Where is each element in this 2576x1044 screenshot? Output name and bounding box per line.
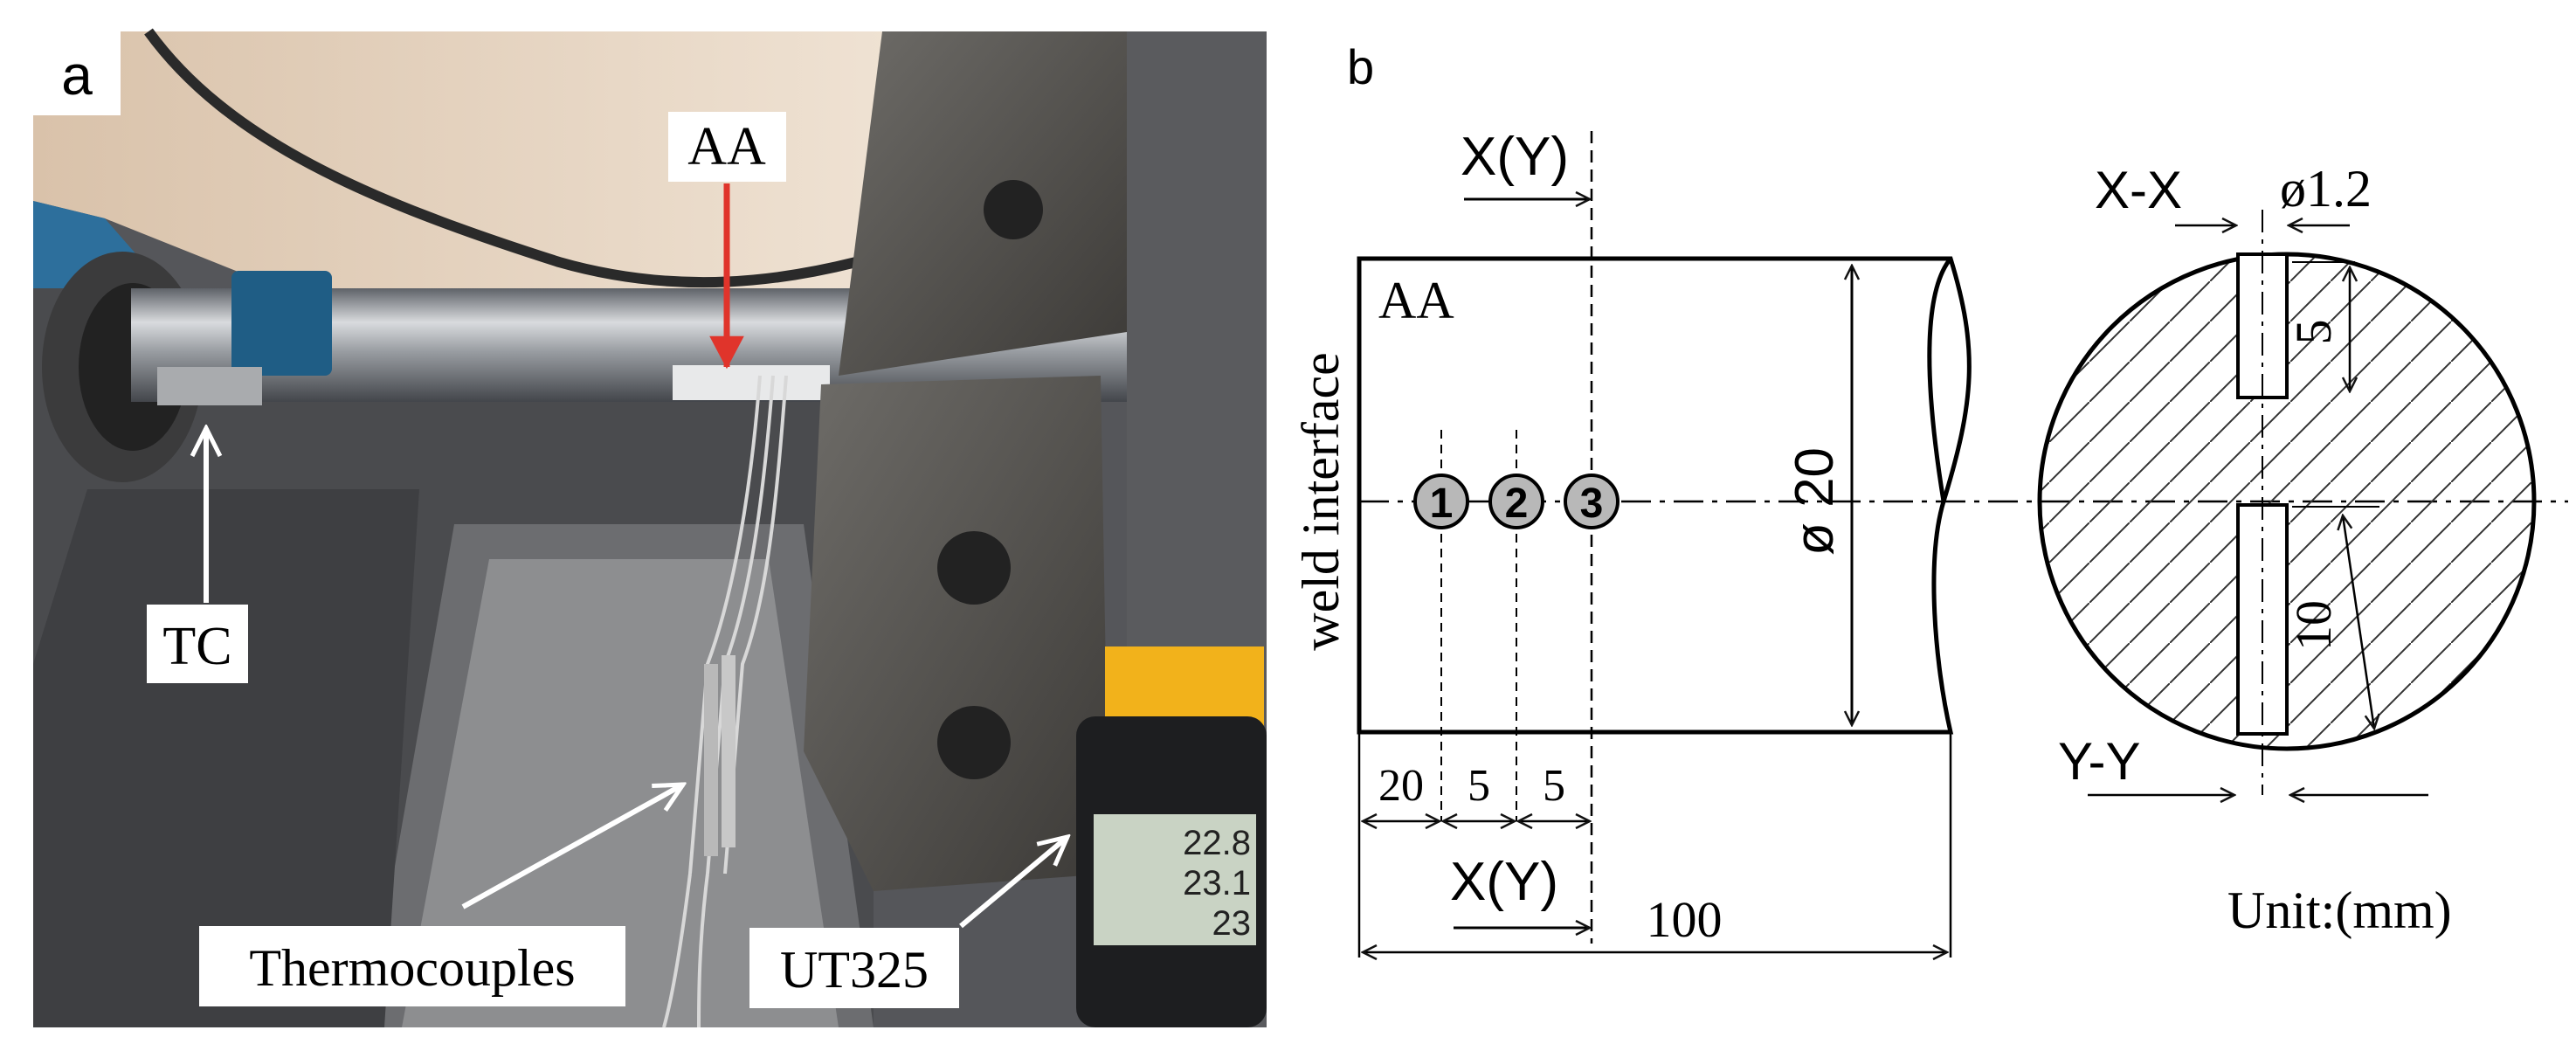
- diameter-label: ø 20: [1785, 447, 1845, 556]
- thermocouple-probe: [722, 655, 736, 847]
- specimen-break-line: [1927, 257, 1952, 502]
- thermocouple-wire: [723, 375, 788, 875]
- tc-callout-box: [147, 605, 248, 683]
- wall: [33, 31, 891, 288]
- thermocouples-arrow: [461, 785, 683, 909]
- tc-stub: [157, 367, 262, 405]
- unit-label: Unit:(mm): [2227, 882, 2452, 939]
- aa-tube: [673, 365, 830, 400]
- thermocouple-wire: [706, 375, 775, 875]
- meter-reading: 23.1: [1183, 864, 1251, 902]
- ut325-callout: UT325: [780, 941, 929, 999]
- point-number: 2: [1505, 481, 1529, 527]
- measurement-point: [1564, 474, 1619, 529]
- measurement-point: [1413, 474, 1469, 529]
- dim-label: 20: [1378, 761, 1424, 811]
- panel-label-b: b: [1347, 39, 1374, 94]
- section-label-bottom: X(Y): [1450, 852, 1558, 912]
- bolt-hole: [937, 531, 1011, 605]
- meter-screen: [1094, 814, 1256, 945]
- thermocouples-callout: Thermocouples: [249, 939, 575, 997]
- aa-callout-box: [668, 112, 786, 182]
- thermocouple-lead: [662, 873, 709, 1028]
- length-label: 100: [1647, 891, 1723, 948]
- depth-10-label: 10: [2285, 600, 2342, 651]
- dim-label: 5: [1543, 761, 1565, 811]
- weld-interface-label: weld interface: [1292, 352, 1350, 650]
- aa-callout: AA: [687, 117, 766, 176]
- section-yy-label: Y-Y: [2058, 732, 2141, 791]
- specimen-label: AA: [1378, 272, 1454, 329]
- point-number: 3: [1580, 481, 1604, 527]
- bed-left: [33, 489, 419, 1027]
- tc-callout: TC: [162, 617, 231, 676]
- section-xx-label: X-X: [2095, 161, 2182, 219]
- bolt-hole: [984, 180, 1043, 239]
- blue-clamp: [231, 271, 332, 376]
- lower-clamp-plate: [804, 376, 1109, 891]
- bolt-hole: [937, 706, 1011, 779]
- thermocouple-wire: [688, 375, 762, 875]
- thermocouple-probe: [704, 664, 718, 856]
- measurement-point: [1488, 474, 1544, 529]
- panel-b-drawing: b X(Y) AA weld interface 1 2 3 ø 20 20: [1292, 39, 2568, 958]
- panel-a-photo: 22.8 23.1 23 a AA TC Thermocouples UT325: [33, 28, 1267, 1028]
- thermocouples-callout-box: [199, 926, 625, 1006]
- meter-reading: 23: [1212, 904, 1252, 943]
- upper-clamp-plate: [839, 31, 1127, 376]
- section-label-top: X(Y): [1461, 127, 1569, 187]
- panel-label-a: a: [61, 44, 93, 107]
- dim-label: 5: [1468, 761, 1490, 811]
- meter-reading: 22.8: [1183, 824, 1251, 862]
- depth-10-dimension: [2343, 515, 2374, 729]
- ut325-arrow: [959, 837, 1067, 929]
- cable: [144, 28, 858, 288]
- hole-diameter-label: ø1.2: [2280, 160, 2372, 218]
- panel-label-box: [33, 31, 121, 115]
- ut325-callout-box: [749, 928, 959, 1008]
- depth-5-label: 5: [2285, 320, 2342, 345]
- point-number: 1: [1430, 481, 1454, 527]
